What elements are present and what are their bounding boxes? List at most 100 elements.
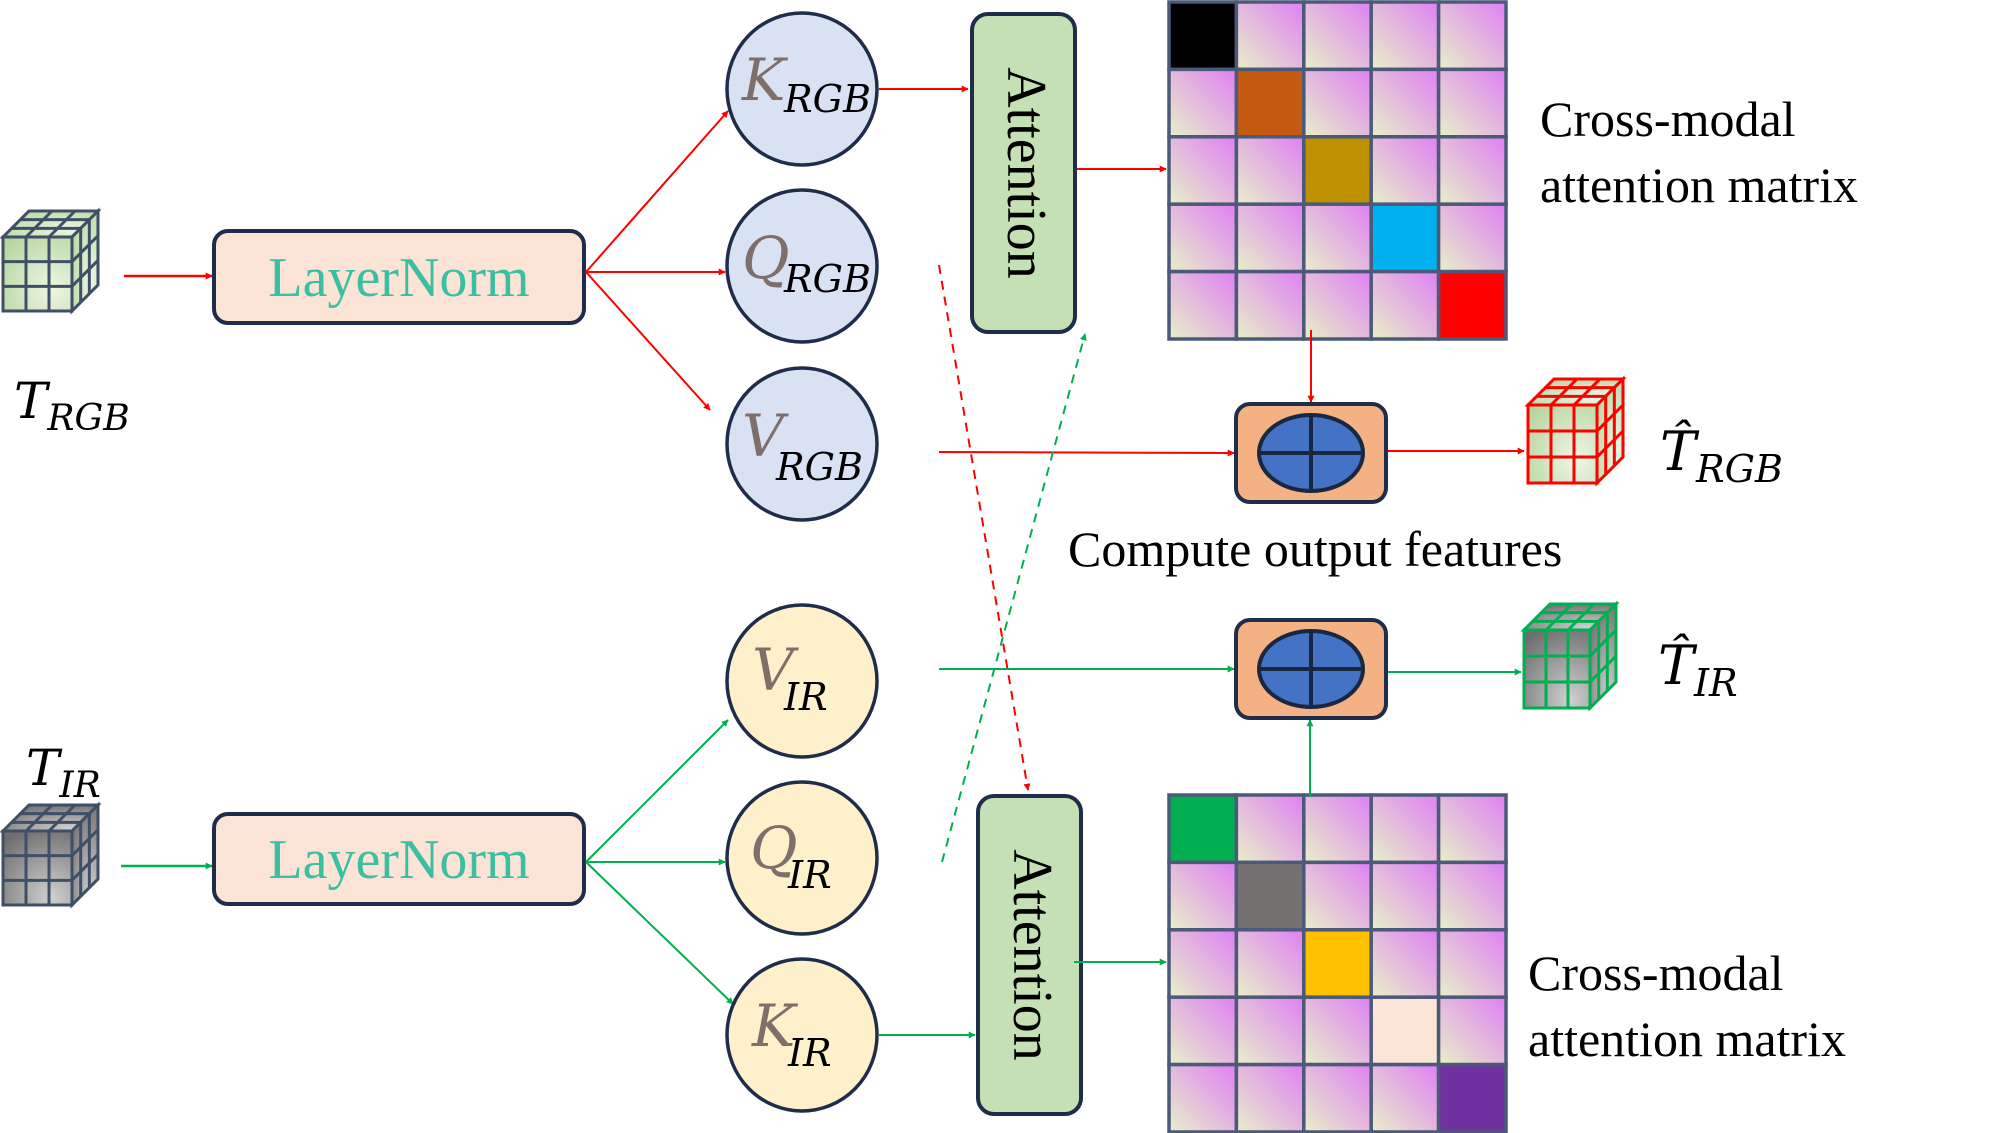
matmul-fusion-icon bbox=[1257, 413, 1365, 493]
matrix-caption-ir: Cross-modal attention matrix bbox=[1528, 945, 1846, 1067]
matrix-cell bbox=[1167, 928, 1239, 999]
matrix-cell bbox=[1234, 269, 1306, 341]
ir-output-cube bbox=[1520, 600, 1620, 712]
ir-input-cube bbox=[0, 801, 102, 909]
matrix-cell bbox=[1436, 202, 1508, 274]
matrix-cell bbox=[1167, 67, 1239, 139]
matrix-cell bbox=[1234, 995, 1306, 1067]
matrix-cell bbox=[1167, 860, 1239, 932]
tensor-cube-icon bbox=[1524, 375, 1627, 487]
node-v-ir: V IR bbox=[725, 603, 879, 759]
matrix-diagonal-cell bbox=[1302, 135, 1373, 206]
layernorm-rgb[interactable]: LayerNorm bbox=[212, 229, 586, 325]
compute-output-caption: Compute output features bbox=[1068, 521, 1562, 577]
attention-matrix-ir bbox=[1167, 793, 1508, 1133]
matrix-cell bbox=[1369, 67, 1441, 139]
node-v-rgb: V RGB bbox=[725, 366, 879, 522]
matrix-cell bbox=[1369, 928, 1441, 999]
matrix-cell bbox=[1302, 269, 1373, 341]
matrix-cell bbox=[1302, 860, 1373, 932]
matrix-cell bbox=[1369, 1062, 1441, 1133]
matrix-diagonal-cell bbox=[1369, 995, 1441, 1067]
rgb-input-cube bbox=[0, 207, 102, 315]
matrix-cell bbox=[1302, 0, 1373, 72]
matrix-cell bbox=[1302, 793, 1373, 865]
arrow-layernorm-to-v-rgb bbox=[585, 271, 711, 411]
matrix-diagonal-cell bbox=[1167, 0, 1239, 72]
node-k-rgb-letter: K bbox=[741, 46, 789, 114]
attention-rgb-label: Attention bbox=[995, 67, 1057, 279]
ir-input-label: TIR bbox=[26, 739, 101, 806]
matrix-diagonal-cell bbox=[1436, 1062, 1508, 1133]
matrix-cell bbox=[1436, 67, 1508, 139]
matrix-cell bbox=[1369, 135, 1441, 206]
node-k-rgb-sub: RGB bbox=[783, 77, 871, 121]
matrix-cell bbox=[1369, 0, 1441, 72]
layernorm-rgb-label: LayerNorm bbox=[268, 247, 529, 309]
tensor-cube-icon bbox=[0, 801, 102, 909]
node-q-ir-sub: IR bbox=[787, 853, 832, 897]
arrow-layernorm-to-k-ir bbox=[585, 861, 734, 1005]
matrix-cell bbox=[1436, 0, 1508, 72]
matrix-cell bbox=[1167, 1062, 1239, 1133]
node-v-rgb-letter: V bbox=[742, 402, 789, 470]
tensor-cube-icon bbox=[1520, 600, 1620, 712]
attention-ir-label: Attention bbox=[1001, 849, 1063, 1061]
matrix-cell bbox=[1436, 928, 1508, 999]
layernorm-ir-label: LayerNorm bbox=[268, 829, 529, 891]
matrix-cell bbox=[1234, 202, 1306, 274]
attention-matrix-rgb bbox=[1167, 0, 1508, 341]
arrow-v-rgb-to-fusion bbox=[938, 449, 1235, 457]
matrix-cell bbox=[1436, 995, 1508, 1067]
matrix-cell bbox=[1167, 269, 1239, 341]
node-q-ir-letter: Q bbox=[750, 814, 798, 882]
attention-rgb[interactable]: Attention bbox=[970, 12, 1077, 334]
ir-output-label: T̂IR bbox=[1658, 633, 1738, 705]
matrix-cell bbox=[1302, 67, 1373, 139]
dashed-q-ir-to-attention-rgb bbox=[941, 333, 1087, 863]
matrix-cell bbox=[1436, 135, 1508, 206]
layernorm-ir[interactable]: LayerNorm bbox=[212, 812, 586, 906]
attention-ir[interactable]: Attention bbox=[976, 794, 1083, 1116]
node-v-rgb-sub: RGB bbox=[775, 445, 863, 489]
matrix-cell bbox=[1302, 202, 1373, 274]
node-k-ir: K IR bbox=[725, 957, 879, 1113]
matrix-diagonal-cell bbox=[1302, 928, 1373, 999]
dashed-q-rgb-to-attention-ir bbox=[938, 264, 1031, 791]
matrix-cell bbox=[1302, 1062, 1373, 1133]
rgb-input-label: TRGB bbox=[14, 372, 130, 439]
fusion-ir bbox=[1234, 618, 1388, 720]
matrix-diagonal-cell bbox=[1436, 269, 1508, 341]
matrix-diagonal-cell bbox=[1234, 860, 1306, 932]
matrix-cell bbox=[1369, 860, 1441, 932]
arrow-layernorm-to-v-ir bbox=[585, 719, 729, 863]
rgb-output-cube bbox=[1524, 375, 1627, 487]
matrix-cell bbox=[1167, 135, 1239, 206]
matrix-diagonal-cell bbox=[1234, 67, 1306, 139]
matrix-cell bbox=[1369, 793, 1441, 865]
matrix-cell bbox=[1234, 1062, 1306, 1133]
matrix-cell bbox=[1302, 995, 1373, 1067]
matrix-caption-rgb: Cross-modal attention matrix bbox=[1540, 91, 1858, 213]
node-k-rgb: K RGB bbox=[725, 11, 879, 167]
matmul-fusion-icon bbox=[1257, 629, 1365, 709]
fusion-rgb bbox=[1234, 402, 1388, 504]
matrix-cell bbox=[1167, 202, 1239, 274]
matrix-cell bbox=[1234, 0, 1306, 72]
matrix-diagonal-cell bbox=[1369, 202, 1441, 274]
arrow-layernorm-to-k-rgb bbox=[585, 110, 729, 273]
node-k-ir-sub: IR bbox=[787, 1031, 832, 1075]
node-v-ir-letter: V bbox=[752, 636, 799, 704]
node-v-ir-sub: IR bbox=[783, 675, 828, 719]
matrix-diagonal-cell bbox=[1167, 793, 1239, 865]
node-q-ir: Q IR bbox=[725, 780, 879, 936]
tensor-cube-icon bbox=[0, 207, 102, 315]
matrix-cell bbox=[1234, 793, 1306, 865]
matrix-cell bbox=[1369, 269, 1441, 341]
rgb-output-label: T̂RGB bbox=[1660, 419, 1783, 491]
matrix-cell bbox=[1234, 928, 1306, 999]
matrix-cell bbox=[1234, 135, 1306, 206]
matrix-cell bbox=[1167, 995, 1239, 1067]
node-q-rgb-sub: RGB bbox=[783, 257, 871, 301]
